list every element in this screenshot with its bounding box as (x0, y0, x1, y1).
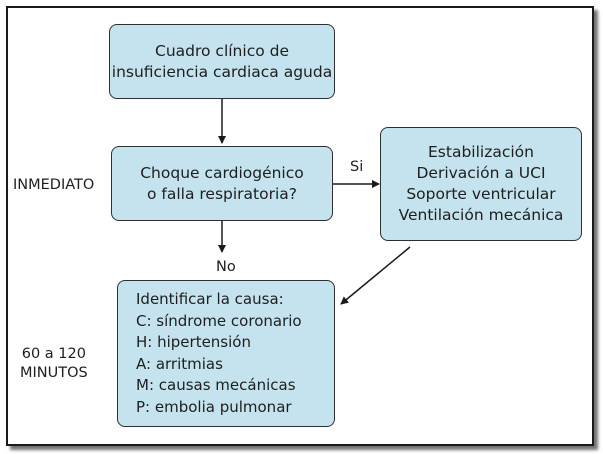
cause-line-1: Identificar la causa: (136, 290, 284, 308)
time-label-immediate: INMEDIATO (13, 177, 95, 193)
start-line-1: Cuadro clínico de (155, 41, 289, 60)
stabilize-line-4: Ventilación mecánica (398, 206, 564, 224)
edge-label-yes: Si (350, 159, 364, 175)
cause-line-3: H: hipertensión (136, 333, 251, 351)
time-label-later-line-2: MINUTOS (20, 365, 88, 381)
time-label-later: 60 a 120 MINUTOS (20, 345, 88, 383)
start-line-2: insuficiencia cardiaca aguda (111, 62, 333, 81)
stabilize-line-2: Derivación a UCI (416, 164, 546, 182)
arrow-stabilize-to-cause (340, 246, 411, 305)
stabilize-line-1: Estabilización (428, 143, 534, 161)
stabilize-box: Estabilización Derivación a UCI Soporte … (380, 127, 582, 241)
cause-line-4: A: arritmias (136, 354, 223, 373)
stabilize-line-3: Soporte ventricular (406, 185, 556, 203)
cause-line-6: P: embolia pulmonar (136, 397, 292, 416)
cause-box: Identificar la causa: C: síndrome corona… (117, 280, 335, 427)
decision-line-2: o falla respiratoria? (146, 184, 298, 203)
cause-line-5: M: causas mecánicas (136, 376, 296, 394)
time-label-later-line-1: 60 a 120 (21, 346, 86, 362)
edge-label-no: No (216, 259, 236, 275)
start-box: Cuadro clínico de insuficiencia cardiaca… (109, 24, 335, 99)
decision-box: Choque cardiogénico o falla respiratoria… (111, 146, 333, 221)
cause-line-2: C: síndrome coronario (136, 311, 302, 330)
decision-line-1: Choque cardiogénico (140, 163, 304, 182)
